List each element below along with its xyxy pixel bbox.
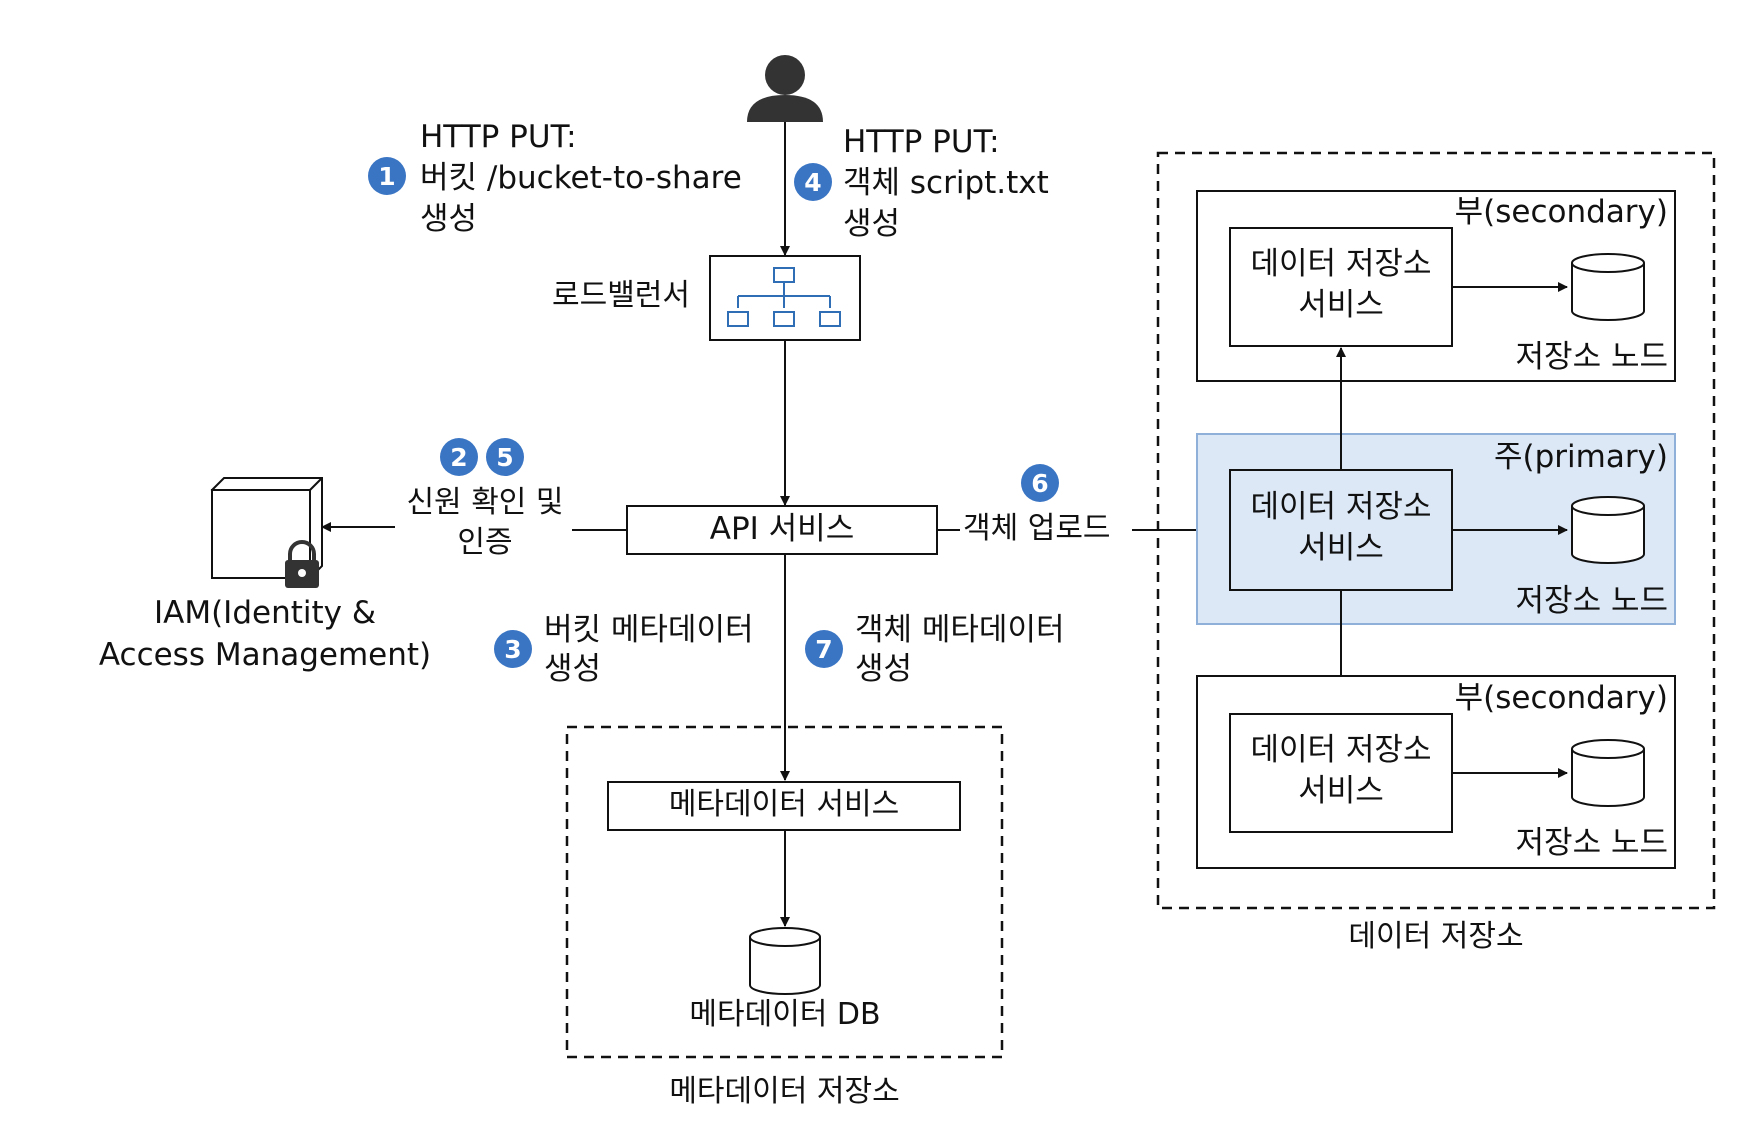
step-1-label-line2: 버킷 /bucket-to-share — [420, 160, 742, 196]
step-4-label-line3: 생성 — [843, 206, 901, 242]
step-2-5-label-line2: 인증 — [457, 525, 513, 560]
iam-cube-icon — [210, 477, 323, 580]
storage-node-1-label: 저장소 노드 — [1515, 339, 1668, 375]
disk-3-icon — [1571, 739, 1645, 807]
load-balancer-label: 로드밸런서 — [552, 278, 690, 313]
step-2-5-label-line1: 신원 확인 및 — [406, 485, 564, 520]
step-6-label: 객체 업로드 — [963, 511, 1111, 546]
step-1-label-line3: 생성 — [420, 201, 478, 237]
step-7-label-line1: 객체 메타데이터 — [855, 612, 1065, 648]
storage-service-1-box — [1229, 227, 1453, 347]
step-3-label-line2: 생성 — [544, 651, 602, 687]
step-4-label-line2: 객체 script.txt — [843, 165, 1049, 201]
lock-icon — [285, 540, 319, 588]
disk-1-icon — [1571, 253, 1645, 321]
step-6-badge: 6 — [1021, 464, 1059, 502]
storage-service-1-line2: 서비스 — [1298, 287, 1384, 323]
metadata-db-label: 메타데이터 DB — [689, 997, 881, 1032]
metadata-db-icon — [749, 927, 821, 995]
metadata-store-group — [565, 725, 1004, 1059]
storage-service-2-line2: 서비스 — [1298, 530, 1384, 566]
iam-label-line2: Access Management) — [98, 637, 432, 673]
step-1-badge: 1 — [368, 157, 406, 195]
step-4-badge: 4 — [794, 163, 832, 201]
disk-2-icon — [1571, 496, 1645, 564]
storage-service-3-line2: 서비스 — [1298, 773, 1384, 809]
data-store-group — [1156, 151, 1716, 910]
step-4-label-line1: HTTP PUT: — [843, 124, 1000, 160]
storage-node-1-role: 부(secondary) — [1454, 194, 1668, 230]
iam-label-line1: IAM(Identity & — [153, 595, 377, 631]
storage-service-1-line1: 데이터 저장소 — [1250, 246, 1432, 282]
metadata-service-box — [607, 781, 961, 831]
storage-service-3-box — [1229, 713, 1453, 833]
storage-service-3-line1: 데이터 저장소 — [1250, 732, 1432, 768]
storage-node-2-label: 저장소 노드 — [1515, 583, 1668, 619]
user-icon — [747, 55, 823, 122]
step-7-badge: 7 — [805, 630, 843, 668]
metadata-service-label: 메타데이터 서비스 — [668, 787, 900, 822]
step-3-label-line1: 버킷 메타데이터 — [544, 612, 754, 648]
step-2-badge: 2 — [440, 438, 478, 476]
storage-service-2-line1: 데이터 저장소 — [1250, 489, 1432, 525]
api-service-label: API 서비스 — [709, 511, 855, 547]
hierarchy-icon — [727, 267, 841, 327]
step-5-badge: 5 — [486, 438, 524, 476]
step-1-label-line1: HTTP PUT: — [420, 119, 577, 155]
storage-node-3-label: 저장소 노드 — [1515, 825, 1668, 861]
step-7-label-line2: 생성 — [855, 651, 913, 687]
data-store-caption: 데이터 저장소 — [1348, 919, 1524, 954]
step-3-badge: 3 — [494, 630, 532, 668]
storage-node-2-role: 주(primary) — [1493, 439, 1668, 475]
storage-node-3-role: 부(secondary) — [1454, 680, 1668, 716]
metadata-store-caption: 메타데이터 저장소 — [669, 1074, 900, 1109]
